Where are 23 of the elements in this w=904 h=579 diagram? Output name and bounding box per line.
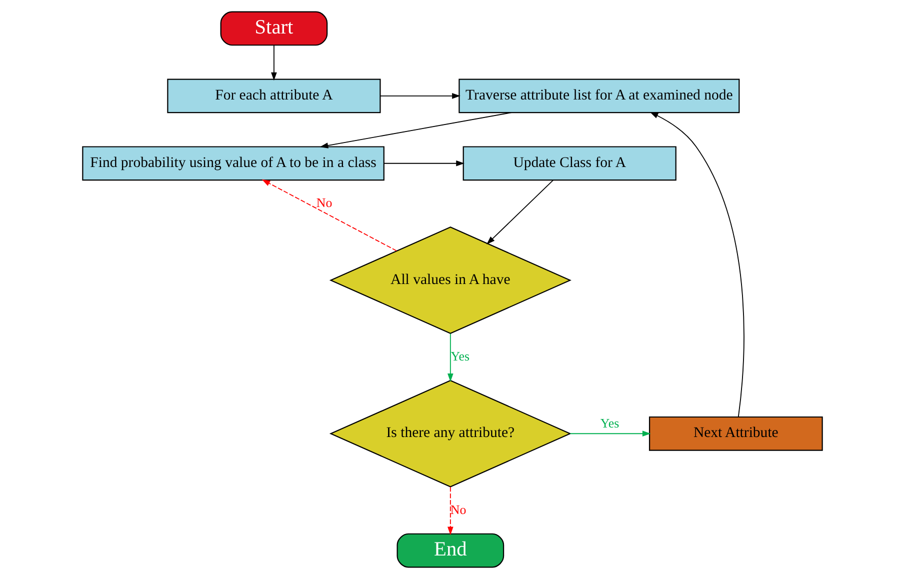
edge-label: No [450, 502, 466, 517]
node-diamond: Is there any attribute? [328, 380, 571, 488]
arrow [383, 160, 464, 166]
node-box: Start [220, 11, 328, 46]
node-box: Next Attribute [648, 416, 822, 451]
node-diamond: All values in A have [328, 226, 571, 334]
edge-label: Yes [450, 348, 470, 364]
arrow [319, 112, 512, 148]
arrow [379, 93, 460, 99]
arrow [261, 179, 396, 252]
edge-label: No [316, 194, 332, 210]
arrow [569, 430, 650, 437]
arrow [447, 486, 453, 536]
node-box: Update Class for A [462, 146, 676, 181]
arrow [486, 180, 554, 244]
node-box: For each attribute A [166, 78, 380, 114]
arrow [649, 112, 744, 418]
arrow [447, 333, 453, 382]
edge-label: Yes [600, 415, 619, 430]
node-box: End [396, 533, 504, 568]
node-box: Traverse attribute list for A at examined node [458, 78, 740, 114]
node-box: Find probability using value of A to be in a class [82, 146, 384, 181]
arrow [270, 44, 276, 81]
